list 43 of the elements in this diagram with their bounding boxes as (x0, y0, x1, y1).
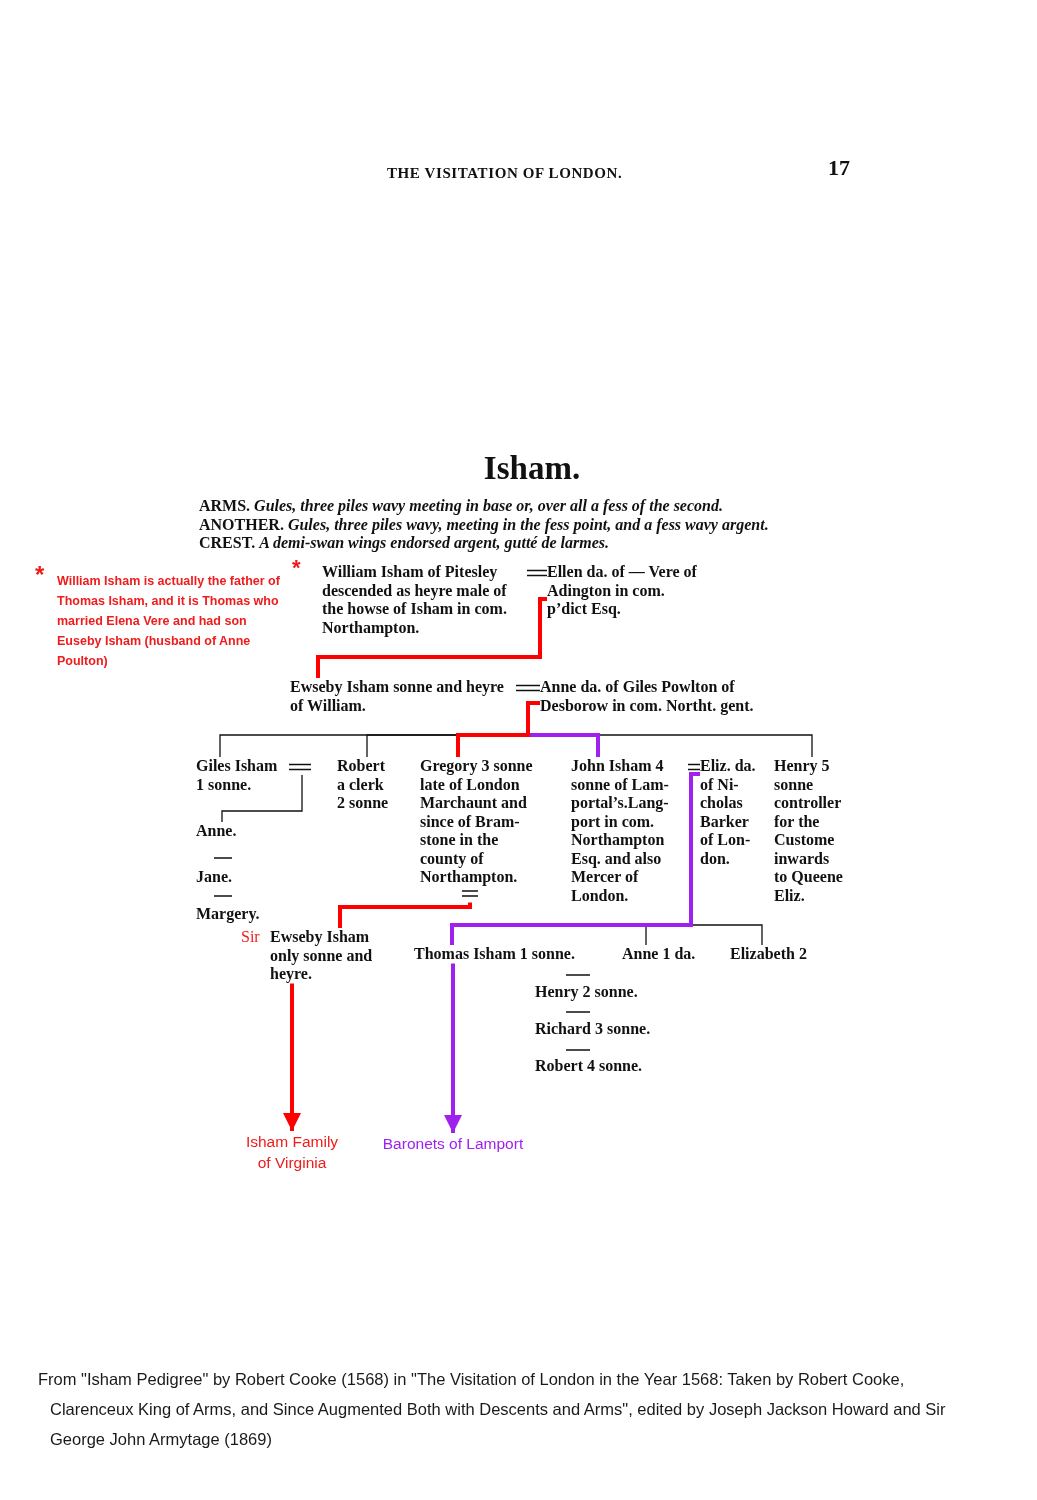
pedigree-entry: Margery. (196, 905, 260, 924)
descent-arrow (444, 963, 462, 1133)
asterisk-mark: * (292, 559, 301, 578)
descent-arrow (283, 983, 301, 1131)
lineage-label: Isham Family of Virginia (242, 1131, 342, 1173)
descent-line (456, 701, 540, 757)
blazon-line: ANOTHER. Gules, three piles wavy, meeting in the fess point, and a fess wavy argent. (199, 515, 769, 534)
pedigree-entry: Henry 2 sonne. (535, 983, 638, 1002)
pedigree-entry: William Isham of Pitesley descended as heyre male of the howse of Isham in com. Northampton. (322, 563, 527, 637)
pedigree-entry: Jane. (196, 868, 232, 887)
pedigree-entry: Eliz. da. of Ni- cholas Barker of Lon- don. (700, 757, 764, 868)
blazon-line: ARMS. Gules, three piles wavy meeting in base or, over all a fess of the second. (199, 497, 723, 516)
pedigree-entry: Henry 5 sonne controller for the Custome inwards to Queene Eliz. (774, 757, 846, 905)
pedigree-entry: Giles Isham 1 sonne. (196, 757, 302, 794)
marriage-sign (526, 569, 548, 577)
honorific-annotation: Sir (241, 928, 260, 947)
source-caption: From "Isham Pedigree" by Robert Cooke (1568) in "The Visitation of London in the Year 1568: Taken by Robert Cooke, Clarenceux King of Arms, and Since Augmented Both with Descents and Arms", edited by Joseph Jackson Howard and Sir George John Armytage (1869) (38, 1369, 947, 1450)
pedigree-entry: John Isham 4 sonne of Lam- portal’s.Lang- port in com. Northampton Esq. and also Mercer of London. (571, 757, 688, 905)
pedigree-entry: Ewseby Isham only sonne and heyre. (270, 928, 394, 984)
annotation-note: William Isham is actually the father of Thomas Isham, and it is Thomas who married Elena Vere and had son Euseby Isham (husband of Anne Poulton) (57, 573, 281, 670)
pedigree-entry: Ellen da. of — Vere of Adington in com. p’dict Esq. (547, 563, 703, 619)
pedigree-entry: Ewseby Isham sonne and heyre of William. (290, 678, 516, 715)
asterisk-mark: * (35, 566, 45, 585)
descent-line (450, 772, 700, 945)
descent-line (338, 902, 472, 928)
descent-line (221, 774, 303, 823)
pedigree-entry: Elizabeth 2 (730, 945, 826, 964)
pedigree-entry: Robert a clerk 2 sonne (337, 757, 393, 813)
pedigree-entry: Anne da. of Giles Powlton of Desborow in com. Northt. gent. (540, 678, 798, 715)
pedigree-entry: Thomas Isham 1 sonne. (414, 945, 610, 964)
family-name-heading: Isham. (482, 449, 582, 487)
running-head: THE VISITATION OF LONDON. (387, 164, 623, 183)
pedigree-entry: Gregory 3 sonne late of London Marchaunt and since of Bram- stone in the county of Northampton. (420, 757, 540, 903)
pedigree-entry: Anne. (196, 822, 256, 841)
marriage-sign (515, 684, 541, 692)
pedigree-entry: Richard 3 sonne. (535, 1020, 651, 1039)
page-number: 17 (828, 159, 850, 178)
pedigree-entry: Robert 4 sonne. (535, 1057, 643, 1076)
blazon-line: CREST. A demi-swan wings endorsed argent, gutté de larmes. (199, 534, 609, 553)
lineage-label: Baronets of Lamport (373, 1133, 533, 1154)
marriage-sign (687, 763, 701, 771)
descent-line (316, 597, 547, 678)
pedigree-entry: Anne 1 da. (622, 945, 716, 964)
